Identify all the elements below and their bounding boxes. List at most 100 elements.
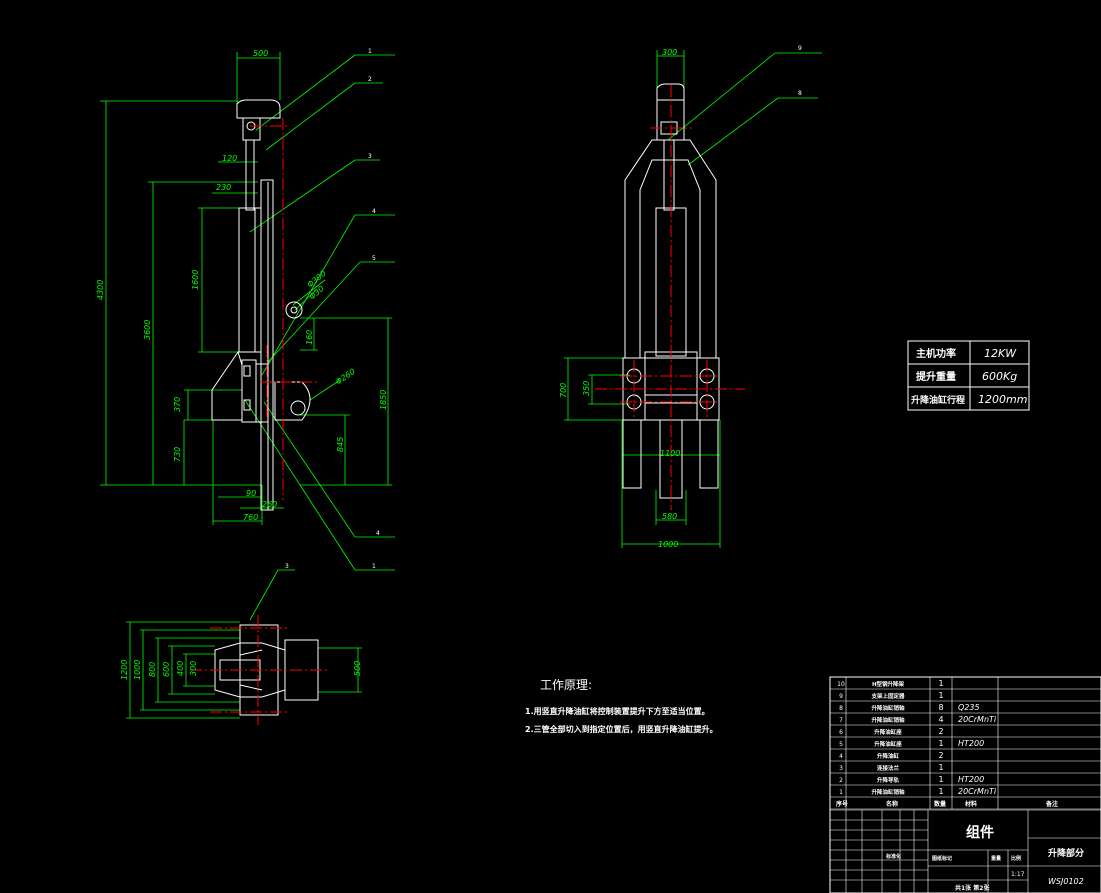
- part-qty: 1: [938, 679, 943, 688]
- balloon-5: 5: [372, 255, 376, 262]
- title-mark-1: 图纸标记: [932, 855, 952, 862]
- part-qty: 1: [938, 787, 943, 796]
- dim-350: 350: [582, 381, 591, 396]
- header-qty: 数量: [934, 800, 946, 808]
- header-note: 备注: [1045, 800, 1058, 808]
- part-qty: 1: [938, 775, 943, 784]
- principle-title: 工作原理:: [540, 678, 592, 692]
- title-part: 组件: [966, 824, 994, 841]
- dim-500: 500: [353, 661, 362, 676]
- working-principle: 工作原理: 1.用竖直升降油缸将控制装置提升下方至适当位置。 2.三管全部切入到…: [525, 678, 718, 734]
- part-no: 2: [839, 777, 843, 784]
- spec-table: 主机功率 12KW 提升重量 600Kg 升降油缸行程 1200mm: [907, 340, 1030, 411]
- part-qty: 4: [938, 715, 943, 724]
- dim-300-front: 300: [662, 48, 677, 57]
- balloon-3-top: 3: [285, 563, 289, 570]
- dim-370: 370: [173, 397, 182, 412]
- dim-260: 260: [262, 500, 277, 509]
- part-name: 升降导轨: [877, 776, 900, 784]
- part-name: 支架上固定器: [870, 692, 905, 700]
- spec-value-1: 600Kg: [982, 370, 1017, 383]
- dim-700: 700: [559, 383, 568, 398]
- part-no: 4: [839, 753, 843, 760]
- dim-1100: 1100: [660, 449, 680, 458]
- spec-value-2: 1200mm: [978, 393, 1027, 406]
- part-no: 1: [839, 789, 843, 796]
- part-name: 升降油缸销轴: [871, 716, 905, 724]
- part-qty: 2: [938, 751, 943, 760]
- balloon-3: 3: [368, 153, 372, 160]
- balloon-4: 4: [372, 208, 376, 215]
- dim-600: 600: [162, 662, 171, 677]
- title-sheet: 共1张 第2张: [955, 884, 990, 892]
- title-mark-2: 重量: [991, 855, 1001, 862]
- part-no: 9: [839, 693, 843, 700]
- dim-400: 400: [176, 661, 185, 676]
- part-no: 3: [839, 765, 843, 772]
- principle-line-2: 2.三管全部切入到指定位置后，用竖直升降油缸提升。: [525, 724, 718, 734]
- top-view: 1200 1000 800 600 400 300 500 3: [120, 563, 362, 725]
- side-view: 500 120 230 1600 3600 4300 370 730 90 26…: [96, 48, 395, 571]
- part-no: 10: [837, 681, 845, 688]
- spec-value-0: 12KW: [984, 347, 1017, 360]
- part-name: 升降油缸销轴: [871, 788, 905, 796]
- dim-4300: 4300: [96, 280, 105, 300]
- part-material: Q235: [958, 703, 980, 712]
- balloon-8: 8: [798, 90, 802, 97]
- principle-line-1: 1.用竖直升降油缸将控制装置提升下方至适当位置。: [525, 706, 710, 716]
- part-name: 连接法兰: [877, 764, 900, 772]
- header-mat: 材料: [964, 800, 977, 808]
- part-qty: 1: [938, 763, 943, 772]
- dim-230: 230: [216, 183, 231, 192]
- part-material: 20CrMnTi: [958, 787, 997, 796]
- part-name: 升降油缸销轴: [871, 704, 905, 712]
- header-no: 序号: [835, 800, 848, 808]
- dim-760: 760: [243, 513, 258, 522]
- dim-580: 580: [662, 512, 677, 521]
- spec-label-0: 主机功率: [916, 347, 956, 360]
- title-scale: 1:17: [1011, 871, 1025, 878]
- part-qty: 8: [938, 703, 943, 712]
- part-qty: 1: [938, 691, 943, 700]
- title-mark-3: 比例: [1011, 855, 1021, 862]
- part-name: H型钢升降架: [872, 680, 905, 688]
- dim-1600: 1600: [191, 270, 200, 290]
- balloon-9: 9: [798, 45, 802, 52]
- front-view: 300 700 350 1100 580 1000 9 8: [559, 45, 822, 549]
- balloon-4b: 4: [376, 530, 380, 537]
- part-material: 20CrMnTi: [958, 715, 997, 724]
- dim-3600: 3600: [143, 320, 152, 340]
- dim-160: 160: [305, 330, 314, 345]
- part-qty: 2: [938, 727, 943, 736]
- title-code: WSJ0102: [1048, 877, 1084, 886]
- part-no: 6: [839, 729, 843, 736]
- dim-top-width: 500: [253, 49, 268, 58]
- part-name: 升降油缸座: [874, 740, 902, 748]
- part-name: 升降油缸座: [874, 728, 902, 736]
- dim-800: 800: [148, 662, 157, 677]
- spec-label-1: 提升重量: [916, 370, 956, 383]
- dim-1850: 1850: [379, 390, 388, 410]
- header-name: 名称: [886, 800, 898, 808]
- part-qty: 1: [938, 739, 943, 748]
- dim-730: 730: [173, 447, 182, 462]
- dim-1000-front: 1000: [658, 540, 678, 549]
- dim-1200: 1200: [120, 660, 129, 680]
- part-material: HT200: [958, 775, 984, 784]
- part-name: 升降油缸: [877, 752, 900, 760]
- dim-300: 300: [189, 661, 198, 676]
- part-no: 7: [839, 717, 843, 724]
- dim-1000: 1000: [133, 660, 142, 680]
- dim-845: 845: [336, 437, 345, 452]
- spec-label-2: 升降油缸行程: [911, 394, 965, 406]
- title-block: 组件 升降部分 WSJ0102 1:17 共1张 第2张 标准化 图纸标记 重量…: [830, 809, 1101, 893]
- part-no: 5: [839, 741, 843, 748]
- dim-120: 120: [222, 154, 237, 163]
- title-mark-0: 标准化: [885, 853, 901, 860]
- dim-90: 90: [246, 489, 256, 498]
- part-material: HT200: [958, 739, 984, 748]
- balloon-2: 2: [368, 76, 372, 83]
- balloon-1b: 1: [372, 563, 376, 570]
